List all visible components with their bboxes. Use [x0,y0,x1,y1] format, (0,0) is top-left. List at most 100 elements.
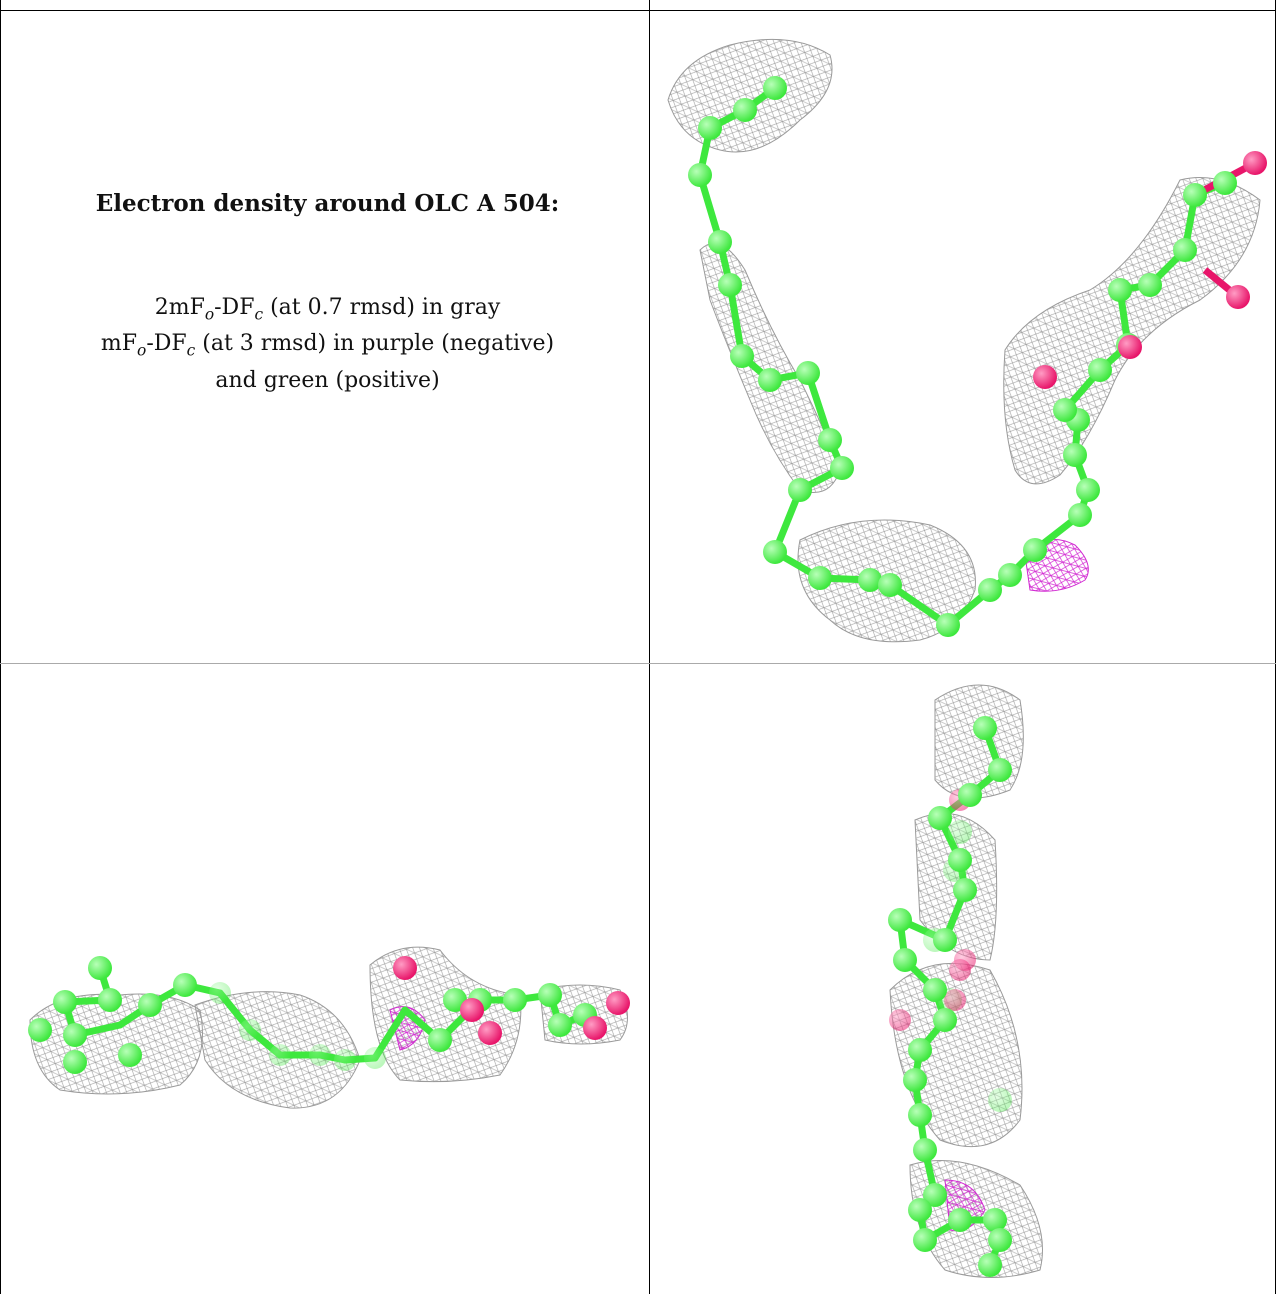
sub-o: o [204,305,215,324]
carbon-atom [913,1138,937,1162]
panel-bottom-left-view [28,946,630,1109]
carbon-atom [893,948,917,972]
carbon-atom [888,908,912,932]
caption-line-1: 2mFo-DFc (at 0.7 rmsd) in gray [10,293,645,329]
oxygen-atom [478,1021,502,1045]
caption-title: Electron density around OLC A 504: [95,190,560,217]
oxygen-atom [949,959,971,981]
carbon-atom [878,573,902,597]
carbon-atom [1108,278,1132,302]
oxygen-atom [1033,365,1057,389]
middle-divider [0,663,1276,664]
line1-suffix: (at 0.7 rmsd) in gray [263,295,501,320]
line1-prefix: 2mF [154,295,205,320]
oxygen-atom [1118,335,1142,359]
carbon-atom [1088,358,1112,382]
carbon-atom [908,1103,932,1127]
carbon-atom [1076,478,1100,502]
top-border [0,10,1276,11]
carbon-atom [923,1183,947,1207]
carbon-atom [973,716,997,740]
carbon-atom [209,982,231,1004]
carbon-atom [936,613,960,637]
carbon-atom [948,848,972,872]
carbon-atom [763,76,787,100]
sub-c: c [254,305,264,324]
carbon-atom [698,116,722,140]
carbon-atom [53,990,77,1014]
carbon-atom [63,1023,87,1047]
carbon-atom [830,456,854,480]
carbon-atom [718,273,742,297]
oxygen-atom [944,989,966,1011]
carbon-atom [763,540,787,564]
density-mesh [667,38,833,153]
line2-prefix: mF [100,331,138,357]
carbon-atom [858,568,882,592]
carbon-atom [334,1049,356,1071]
carbon-atom [808,566,832,590]
density-mesh [369,946,522,1083]
carbon-bond [726,281,746,360]
carbon-atom [28,1018,52,1042]
line1-mid: -DF [214,295,255,320]
carbon-atom [1213,171,1237,195]
carbon-atom [364,1047,386,1069]
oxygen-atom [460,998,484,1022]
carbon-atom [708,230,732,254]
carbon-atom [1068,503,1092,527]
caption-line-3: and green (positive) [215,367,440,393]
carbon-atom [903,1068,927,1092]
carbon-atom [988,1228,1012,1252]
carbon-atom [933,928,957,952]
carbon-atom [988,1088,1012,1112]
left-border [0,0,1,1294]
carbon-atom [796,361,820,385]
carbon-atom [758,368,782,392]
carbon-atom [978,578,1002,602]
oxygen-atom [393,956,417,980]
caption: Electron density around OLC A 504: 2mFo-… [10,190,645,396]
carbon-atom [953,878,977,902]
carbon-atom [503,988,527,1012]
carbon-atom [538,983,562,1007]
carbon-atom [309,1044,331,1066]
carbon-atom [948,1208,972,1232]
density-mesh [1003,177,1261,485]
oxygen-atom [606,991,630,1015]
oxygen-atom [1243,151,1267,175]
carbon-atom [118,1043,142,1067]
carbon-atom [88,956,112,980]
carbon-atom [998,563,1022,587]
oxygen-atom [583,1016,607,1040]
carbon-atom [948,820,972,844]
carbon-atom [548,1013,572,1037]
carbon-atom [730,344,754,368]
carbon-atom [908,1038,932,1062]
center-divider [649,0,650,1294]
sub-o: o [137,341,147,360]
line2-mid: -DF [146,331,187,357]
line2-suffix: (at 3 rmsd) in purple (negative) [195,331,555,357]
oxygen-atom [1226,285,1250,309]
carbon-atom [239,1019,261,1041]
carbon-atom [173,973,197,997]
panel-top-right-view [667,38,1267,643]
carbon-atom [988,758,1012,782]
caption-line-2: mFo-DFc (at 3 rmsd) in purple (negative) [10,329,645,365]
carbon-atom [928,806,952,830]
carbon-atom [733,98,757,122]
carbon-atom [983,1208,1007,1232]
carbon-atom [63,1050,87,1074]
carbon-atom [958,783,982,807]
carbon-atom [933,1008,957,1032]
carbon-atom [138,993,162,1017]
carbon-atom [1173,238,1197,262]
carbon-atom [978,1253,1002,1277]
carbon-atom [1183,183,1207,207]
carbon-atom [98,988,122,1012]
carbon-atom [788,478,812,502]
density-mesh [934,684,1024,799]
carbon-atom [818,428,842,452]
